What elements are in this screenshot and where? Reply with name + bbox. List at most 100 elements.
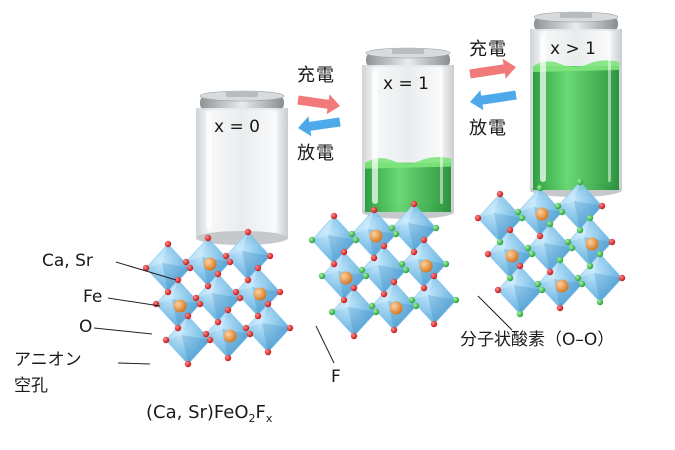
battery-terminal: [392, 48, 424, 54]
fluorine-atom: [596, 250, 604, 258]
oxygen-atom: [142, 264, 150, 272]
label-f: F: [331, 367, 341, 387]
fluorine-atom: [328, 308, 336, 316]
octahedron-face: [518, 188, 540, 212]
fluorine-atom: [516, 310, 524, 318]
oxygen-atom: [162, 336, 170, 344]
formula-sub-2: 2: [248, 412, 256, 425]
fluorine-atom: [534, 280, 542, 288]
fluorine-atom: [536, 184, 544, 192]
battery-highlight: [608, 33, 611, 182]
charge-arrow-1: [297, 94, 340, 115]
oxygen-atom: [206, 336, 214, 344]
fluorine-atom: [576, 226, 584, 234]
discharge-label-2: 放電: [469, 118, 507, 139]
oxygen-atom: [390, 326, 398, 334]
fluorine-atom: [452, 296, 460, 304]
oxygen-atom: [196, 300, 204, 308]
ca-sr-atom: [389, 301, 403, 315]
oxygen-atom: [496, 190, 504, 198]
ca-sr-atom: [253, 287, 267, 301]
oxygen-atom: [264, 300, 272, 308]
fluorine-atom: [392, 230, 400, 238]
oxygen-atom: [264, 348, 272, 356]
octahedron-face: [212, 293, 240, 322]
oxygen-atom: [224, 354, 232, 362]
battery-x1: [362, 47, 454, 219]
fluorine-atom: [398, 260, 406, 268]
fluorine-atom: [596, 298, 604, 306]
oxygen-atom: [380, 290, 388, 298]
oxygen-atom: [516, 262, 524, 270]
battery-label-xgt1: x > 1: [550, 39, 596, 59]
crystal-structure-x1: [308, 200, 460, 340]
fluorine-atom: [496, 238, 504, 246]
fluorine-atom: [408, 296, 416, 304]
fluorine-atom: [308, 236, 316, 244]
octahedron-face: [352, 210, 374, 234]
fluorine-atom: [528, 250, 536, 258]
fluorine-atom: [358, 266, 366, 274]
fluorine-atom: [402, 266, 410, 274]
fluorine-atom: [546, 220, 554, 228]
octahedron-face: [328, 235, 356, 264]
fluorine-atom: [432, 224, 440, 232]
oxygen-atom: [430, 272, 438, 280]
oxygen-atom: [286, 324, 294, 332]
fluorine-atom: [586, 262, 594, 270]
octahedron-face: [494, 213, 522, 242]
battery-terminal: [226, 91, 258, 97]
oxygen-atom: [266, 252, 274, 260]
oxygen-atom: [410, 248, 418, 256]
label-ca-sr: Ca, Sr: [42, 251, 93, 271]
octahedron-face: [392, 204, 414, 228]
battery-label-x0: x = 0: [214, 117, 260, 137]
oxygen-atom: [192, 294, 200, 302]
charge-discharge-arrows: [297, 58, 517, 137]
battery-highlight: [540, 33, 546, 182]
battery-terminal: [560, 12, 592, 18]
oxygen-atom: [236, 294, 244, 302]
ca-sr-atom: [555, 279, 569, 293]
oxygen-atom: [232, 288, 240, 296]
oxygen-atom: [536, 232, 544, 240]
oxygen-atom: [246, 330, 254, 338]
oxygen-atom: [224, 306, 232, 314]
fluorine-atom: [576, 178, 584, 186]
oxygen-atom: [244, 276, 252, 284]
octahedron-face: [182, 335, 210, 364]
fluorine-atom: [568, 244, 576, 252]
oxygen-atom: [484, 250, 492, 258]
octahedron-face: [574, 201, 602, 230]
label-o: O: [79, 317, 93, 337]
octahedron-face: [428, 295, 456, 324]
fluorine-atom: [388, 224, 396, 232]
octahedron-face: [514, 285, 542, 314]
octahedron-face: [544, 243, 572, 272]
oxygen-atom: [184, 312, 192, 320]
battery-liquid: [365, 162, 451, 212]
fluorine-atom: [506, 274, 514, 282]
octahedron-face: [478, 194, 500, 218]
fluorine-atom: [362, 272, 370, 280]
charge-label-2: 充電: [469, 39, 507, 60]
chemical-formula: (Ca, Sr)FeO2Fx: [146, 404, 272, 425]
battery-highlight: [372, 69, 378, 204]
fluorine-atom: [442, 260, 450, 268]
oxygen-atom: [276, 288, 284, 296]
oxygen-atom: [204, 282, 212, 290]
oxygen-atom: [350, 332, 358, 340]
oxygen-atom: [174, 276, 182, 284]
fluorine-atom: [586, 214, 594, 222]
oxygen-atom: [474, 214, 482, 222]
label-vacancy-1: アニオン: [14, 350, 82, 370]
oxygen-atom: [254, 264, 262, 272]
oxygen-atom: [556, 304, 564, 312]
battery-label-x1: x = 1: [383, 74, 429, 94]
discharge-arrow-2: [470, 90, 517, 111]
octahedron-face: [348, 307, 376, 336]
battery-liquid: [533, 66, 619, 190]
octahedron-face: [226, 232, 248, 256]
octahedron-face: [242, 251, 270, 280]
octahedron-face: [146, 244, 168, 268]
